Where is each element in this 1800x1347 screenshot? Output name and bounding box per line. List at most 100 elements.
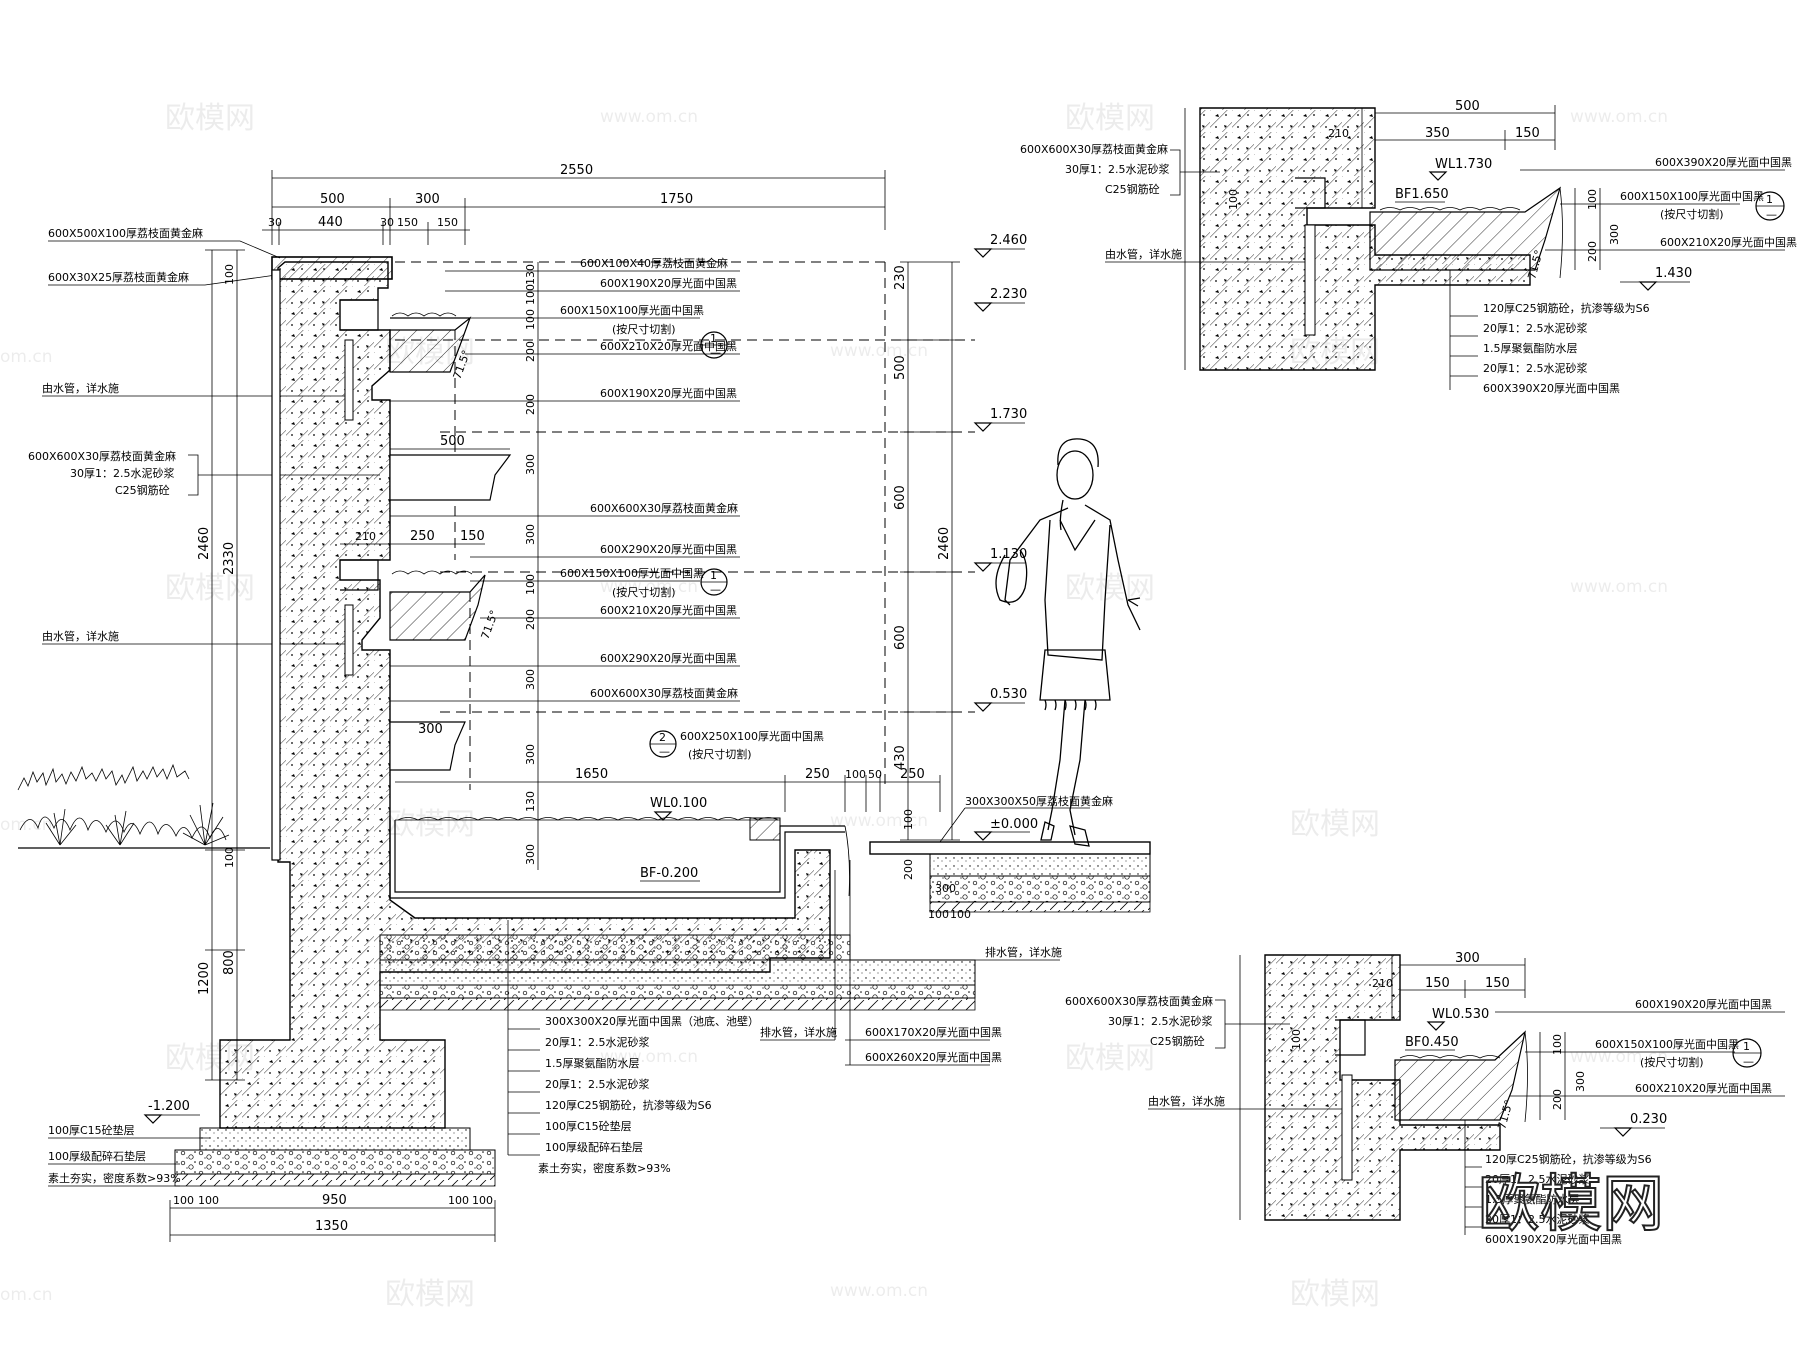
d2-dim: 210 <box>1372 977 1393 990</box>
drain-label: 600X260X20厚光面中国黑 <box>865 1050 1002 1064</box>
dim-basin: 250 <box>410 529 435 544</box>
weir-material-labels: 600X100X40厚荔枝面黄金麻 600X190X20厚光面中国黑 600X1… <box>390 256 824 761</box>
inlet-pipes <box>344 339 354 676</box>
elev-footing: -1.200 <box>148 1099 190 1114</box>
callout-ref: — <box>659 745 670 758</box>
dim-stack: 300 <box>524 744 537 765</box>
watermark-url: om.cn <box>0 347 53 367</box>
main-section: 2550 500 300 1750 30 440 30 150 150 600X… <box>17 163 1151 1242</box>
detail-1: 500 350 150 210 600X600X30厚荔枝面黄金麻 30厚1：2… <box>1020 99 1797 395</box>
dim-small: 200 <box>902 859 915 880</box>
dim-pool: 50 <box>868 768 882 781</box>
dim-height: 2460 <box>197 527 212 560</box>
dim-stack: 100 <box>524 574 537 595</box>
watermark-brand: 欧模网 <box>1290 1277 1380 1312</box>
dim-footing: 100 <box>448 1194 469 1207</box>
d2-callout-ref: — <box>1743 1055 1754 1068</box>
d1-layer: 120厚C25钢筋砼，抗渗等级为S6 <box>1483 301 1650 315</box>
d1-vdim: 100 <box>1227 189 1240 210</box>
elevation: 2.460 <box>990 233 1027 248</box>
dim-right-total: 2460 <box>937 527 952 560</box>
d2-left-label: C25钢筋砼 <box>1150 1034 1205 1048</box>
dim-footing: 950 <box>322 1193 347 1208</box>
dim-total-width: 2550 <box>560 163 593 178</box>
pool-base-layers <box>379 934 976 1011</box>
label-footing-layer: 100厚C15砼垫层 <box>48 1123 135 1137</box>
label-material: 600X100X40厚荔枝面黄金麻 <box>580 256 728 270</box>
dim-basin: 500 <box>440 434 465 449</box>
d1-right-label: 600X210X20厚光面中国黑 <box>1660 235 1797 249</box>
d2-dim: 150 <box>1425 976 1450 991</box>
dim-stack: 100 <box>524 309 537 330</box>
dim-small: 100 <box>950 908 971 921</box>
dim-basin: 300 <box>418 722 443 737</box>
stack-dimensions: 130 100 100 200 200 300 300 100 200 300 … <box>524 262 539 870</box>
d1-callout-num: 1 <box>1766 193 1773 206</box>
d2-dim: 150 <box>1485 976 1510 991</box>
layer-label: 300X300X20厚光面中国黑（池底、池壁） <box>545 1014 759 1028</box>
dim-footing: 100 <box>198 1194 219 1207</box>
label-material: 600X190X20厚光面中国黑 <box>600 386 737 400</box>
dim-footing-total: 1350 <box>315 1219 348 1234</box>
dim-stack: 130 <box>524 264 537 285</box>
dim-stack: 200 <box>524 394 537 415</box>
label-edge: 600X30X25厚荔枝面黄金麻 <box>48 270 189 284</box>
label-plaza-paver: 300X300X50厚荔枝面黄金麻 <box>965 794 1113 808</box>
callout-ref: — <box>710 346 721 359</box>
label-rc: C25钢筋砼 <box>115 483 170 497</box>
dim-basin: 210 <box>355 530 376 543</box>
weir-bottom: 300 <box>389 721 466 771</box>
right-dimensions: 230 500 600 600 430 2460 2.460 2.230 1.7… <box>893 233 1027 841</box>
dim-pool: 1650 <box>575 767 608 782</box>
label-wall-finish: 600X600X30厚荔枝面黄金麻 <box>28 449 176 463</box>
label-note: (按尺寸切割) <box>688 747 752 761</box>
dim-right: 230 <box>893 265 908 290</box>
d1-note: (按尺寸切割) <box>1660 207 1724 221</box>
callout-number: 1 <box>710 332 717 345</box>
coping-stone <box>271 256 393 280</box>
dim-pool: 100 <box>845 768 866 781</box>
d1-left-label: 由水管，详水施 <box>1105 247 1182 261</box>
watermark-url: www.om.cn <box>830 1281 928 1301</box>
d2-vdim: 200 <box>1551 1089 1564 1110</box>
d1-layer: 600X390X20厚光面中国黑 <box>1483 381 1620 395</box>
watermark-brand: 欧模网 <box>1065 571 1155 606</box>
dim-small: 100 <box>928 908 949 921</box>
footing: -1.200 100厚C15砼垫层 100厚级配碎石垫层 素土夯实，密度系数>9… <box>48 1099 496 1242</box>
d2-layer: 120厚C25钢筋砼，抗渗等级为S6 <box>1485 1152 1652 1166</box>
d1-dim: 150 <box>1515 126 1540 141</box>
callout-ref: — <box>710 583 721 596</box>
angle-note: 71.5° <box>479 608 501 641</box>
watermark-url: www.om.cn <box>600 1047 698 1067</box>
label-material: 600X210X20厚光面中国黑 <box>600 603 737 617</box>
d2-layer: 20厚1：2.5水泥砂浆 <box>1485 1212 1590 1226</box>
top-dimensions: 2550 500 300 1750 30 440 30 150 150 <box>262 163 886 245</box>
detail-callouts: 1 — 1 — 2 — <box>649 331 728 758</box>
d1-layer: 1.5厚聚氨酯防水层 <box>1483 341 1578 355</box>
watermark-brand: 欧模网 <box>1065 101 1155 136</box>
label-material: 600X250X100厚光面中国黑 <box>680 729 824 743</box>
watermark-brand: 欧模网 <box>385 1277 475 1312</box>
drain-label: 排水管，详水施 <box>760 1025 837 1039</box>
dim-small: 100 <box>902 809 915 830</box>
label-material: 600X290X20厚光面中国黑 <box>600 542 737 556</box>
d2-vdim: 100 <box>1551 1034 1564 1055</box>
label-note: (按尺寸切割) <box>612 585 676 599</box>
d2-right-label: 600X190X20厚光面中国黑 <box>1635 997 1772 1011</box>
dim-right: 600 <box>893 625 908 650</box>
dim-segment: 300 <box>415 192 440 207</box>
d1-vdim: 200 <box>1586 241 1599 262</box>
dim-small: 30 <box>268 216 282 229</box>
planting <box>17 763 270 849</box>
label-material: 600X600X30厚荔枝面黄金麻 <box>590 501 738 515</box>
label-material: 600X210X20厚光面中国黑 <box>600 339 737 353</box>
layer-label: 100厚C15砼垫层 <box>545 1119 632 1133</box>
d1-bottom-level: BF1.650 <box>1395 187 1449 202</box>
watermark-url: www.om.cn <box>830 341 928 361</box>
scale-figure-woman <box>995 438 1141 847</box>
detail-2: 300 150 150 210 600X600X30厚荔枝面黄金麻 30厚1：2… <box>1065 951 1785 1246</box>
label-footing-layer: 100厚级配碎石垫层 <box>48 1149 146 1163</box>
pool: WL0.100 BF-0.200 <box>389 796 850 899</box>
